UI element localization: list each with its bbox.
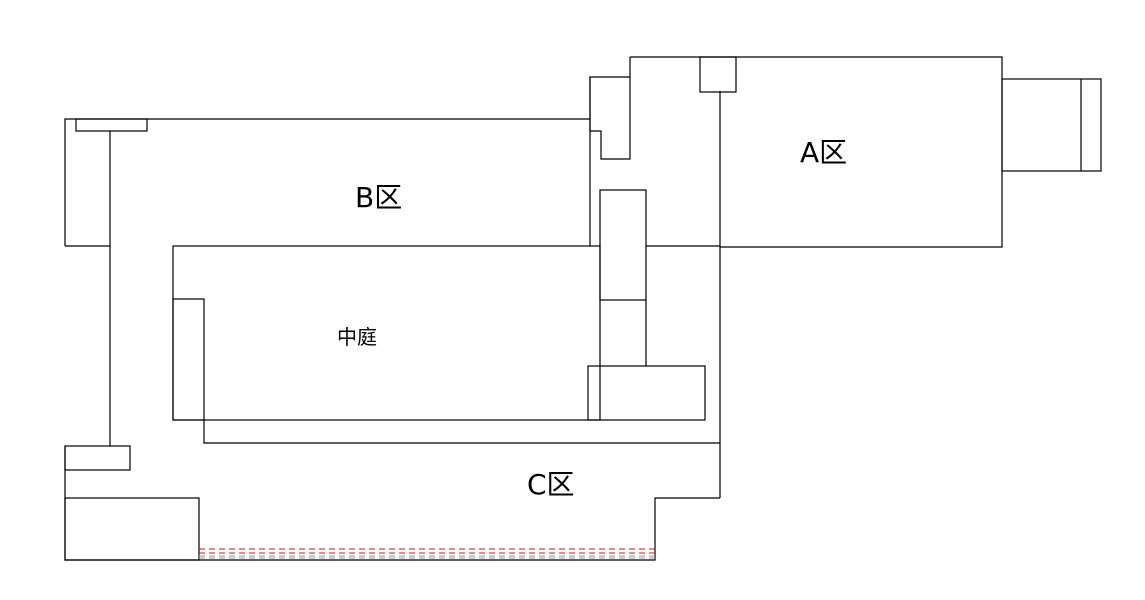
zone-a-label: A区 <box>800 136 847 169</box>
upper-connector <box>589 57 647 366</box>
stair-box <box>599 189 647 301</box>
south-corridor-wall <box>203 420 720 444</box>
courtyard-corner-box <box>587 365 706 421</box>
connector-outline <box>589 57 631 160</box>
zone-c-room <box>64 497 200 561</box>
courtyard-block <box>172 245 720 444</box>
zone-b-label: B区 <box>355 181 402 214</box>
courtyard-outline <box>172 245 601 421</box>
courtyard-left-strip <box>172 298 205 421</box>
zone-c-label: C区 <box>527 468 575 501</box>
zone-c-small-box <box>64 445 131 471</box>
zone-b-top-box <box>75 118 148 132</box>
zone-b-top-wall <box>64 118 590 246</box>
zone-a-small-box <box>699 56 737 93</box>
zone-c-outline <box>64 446 720 561</box>
zone-a-block <box>630 56 1102 498</box>
zone-b-block <box>64 118 590 446</box>
zone-a-annex <box>1001 78 1102 172</box>
courtyard-label: 中庭 <box>337 325 377 349</box>
zone-c-block <box>64 445 720 561</box>
